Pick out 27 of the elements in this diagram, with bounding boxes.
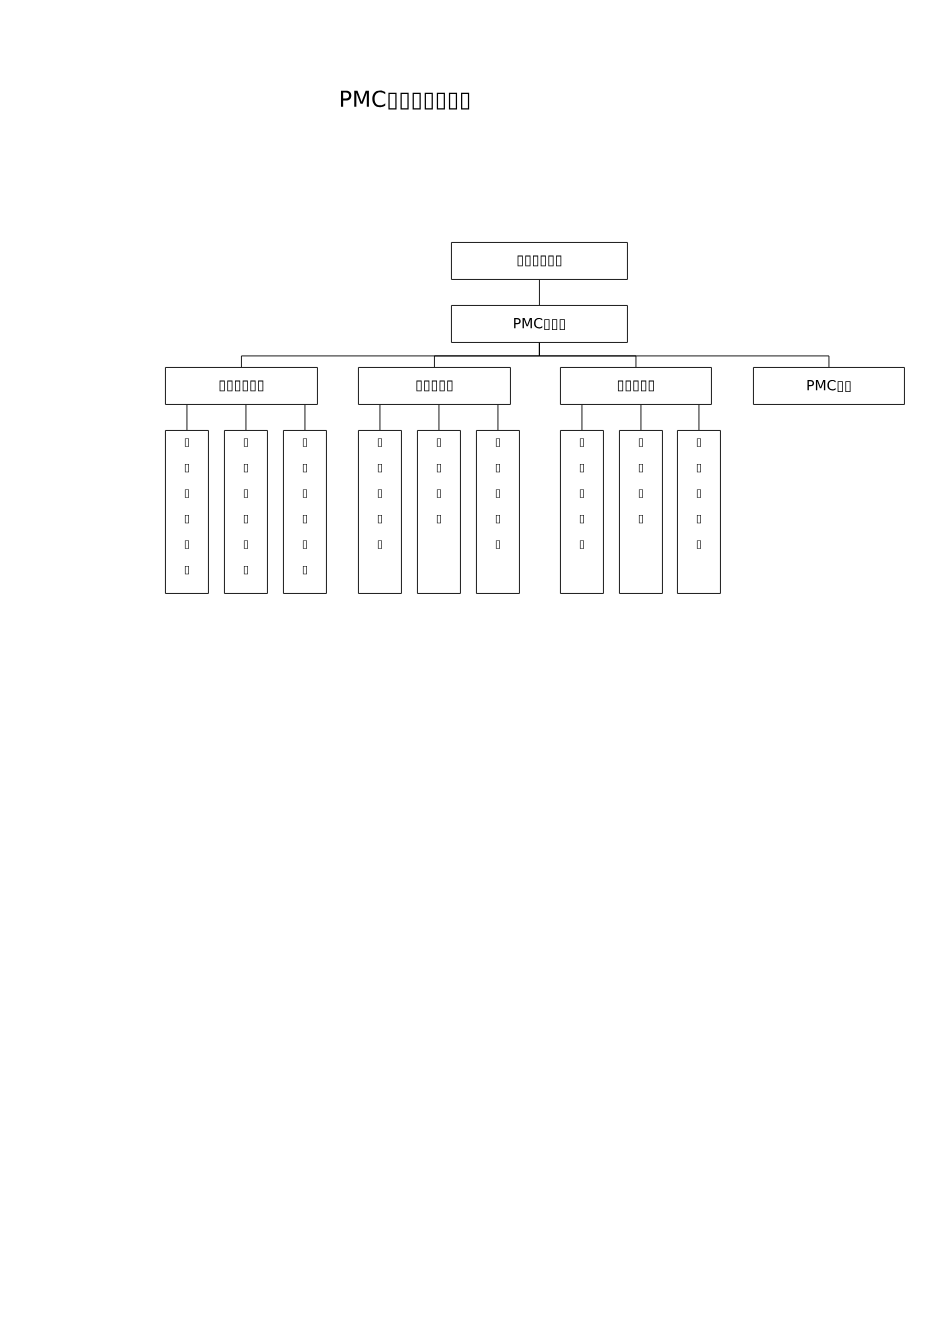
position-box: ▯▯▯▯▯ [476,430,520,594]
connector-line [438,404,440,431]
connector-line [539,342,830,368]
connector-line [245,404,247,431]
position-box: ▯▯▯▯ [417,430,461,594]
connector-line [497,404,499,431]
connector-line [640,404,642,431]
department-box: ▯▯▯▯▯▯ [165,367,318,405]
department-box: ▯▯▯▯▯ [358,367,511,405]
position-box: ▯▯▯▯▯▯ [165,430,209,594]
position-box: ▯▯▯▯▯▯ [224,430,268,594]
position-box: ▯▯▯▯▯ [358,430,402,594]
connector-line [186,404,188,431]
connector-line [698,404,700,431]
department-box: ▯▯▯▯▯▯ [451,242,628,280]
position-box: ▯▯▯▯ [619,430,663,594]
position-box: ▯▯▯▯▯▯ [283,430,327,594]
connector-line [539,279,540,306]
department-box: PMC▯▯ [753,367,905,405]
connector-line [379,404,381,431]
position-box: ▯▯▯▯▯ [560,430,604,594]
connector-line [581,404,583,431]
position-box: ▯▯▯▯▯ [677,430,721,594]
title: PMC▯▯▯▯▯▯▯ [341,90,470,110]
department-box: PMC▯▯▯ [451,305,628,343]
connector-line [304,404,306,431]
department-box: ▯▯▯▯▯ [560,367,712,405]
